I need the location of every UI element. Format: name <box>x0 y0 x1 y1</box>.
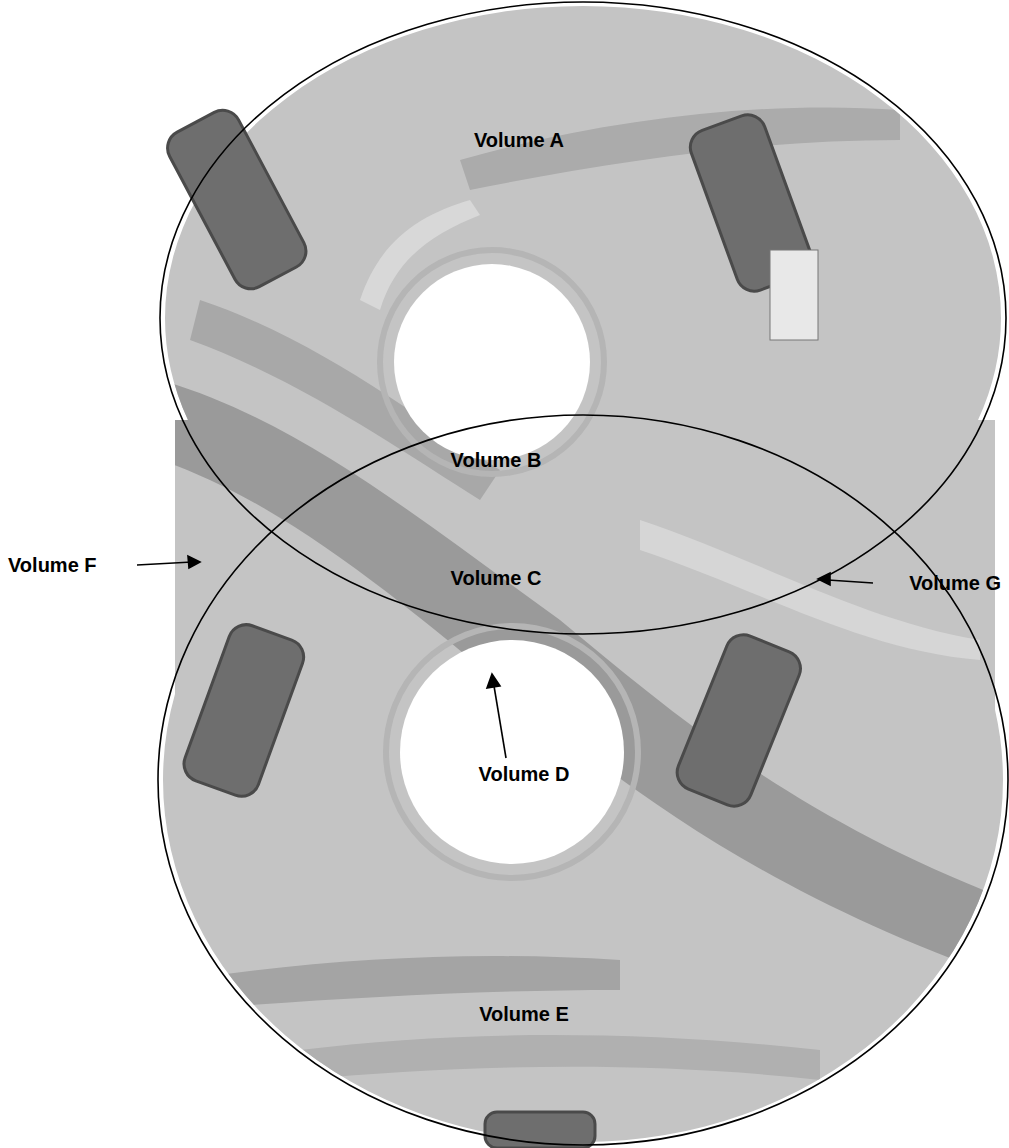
volume-label: Volume E <box>479 1003 569 1026</box>
volume-label: Volume G <box>909 572 1001 595</box>
volume-label: Volume C <box>451 567 542 590</box>
volume-label: Volume D <box>479 763 570 786</box>
volume-label: Volume A <box>474 129 564 152</box>
volume-label: Volume F <box>8 554 97 577</box>
warning-sticker <box>770 250 818 340</box>
volume-circles <box>158 2 1008 1145</box>
leader-arrows <box>137 556 873 758</box>
volume-label: Volume B <box>451 449 542 472</box>
